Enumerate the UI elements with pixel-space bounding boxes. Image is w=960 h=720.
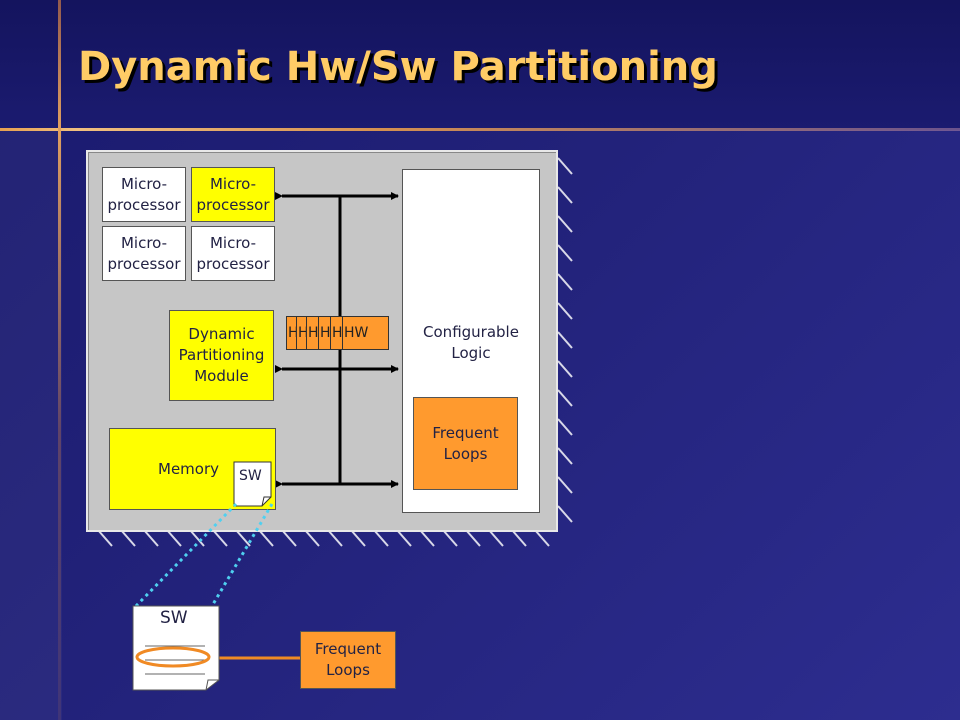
configurable-logic-label: Configurable Logic	[423, 323, 519, 362]
hatch-mark	[511, 529, 527, 547]
hatch-mark	[557, 476, 573, 494]
hatch-mark	[281, 529, 297, 547]
hatch-mark	[557, 273, 573, 291]
hatch-mark	[120, 529, 136, 547]
accent-horizontal-line	[0, 128, 960, 131]
hatch-mark	[557, 505, 573, 523]
microprocessor-4: Micro- processor	[191, 226, 275, 281]
hw-block-6: HW	[342, 316, 389, 350]
microprocessor-2: Micro- processor	[191, 167, 275, 222]
hatch-mark	[465, 529, 481, 547]
hatch-mark	[235, 529, 251, 547]
hatch-mark	[442, 529, 458, 547]
hatch-mark	[350, 529, 366, 547]
hatch-mark	[212, 529, 228, 547]
hatch-mark	[557, 418, 573, 436]
hatch-mark	[143, 529, 159, 547]
sw-small-label: SW	[239, 468, 262, 484]
hatch-mark	[557, 331, 573, 349]
title-band	[0, 0, 960, 130]
hatch-mark	[557, 302, 573, 320]
accent-vertical-line	[58, 0, 61, 720]
dynamic-partitioning-module: Dynamic Partitioning Module	[169, 310, 274, 401]
hatch-mark	[304, 529, 320, 547]
hatch-mark	[557, 157, 573, 175]
hatch-mark	[557, 389, 573, 407]
microprocessor-3: Micro- processor	[102, 226, 186, 281]
hatch-mark	[419, 529, 435, 547]
sw-document-label: SW	[160, 608, 188, 628]
hatch-mark	[373, 529, 389, 547]
hatch-mark	[557, 447, 573, 465]
slide-title: Dynamic Hw/Sw Partitioning	[78, 44, 718, 90]
hatch-mark	[557, 186, 573, 204]
hatch-mark	[327, 529, 343, 547]
hw-block-3: H	[306, 316, 320, 350]
hatch-mark	[166, 529, 182, 547]
hatch-mark	[396, 529, 412, 547]
hatch-mark	[97, 529, 113, 547]
hatch-mark	[488, 529, 504, 547]
hatch-mark	[534, 529, 550, 547]
microprocessor-1: Micro- processor	[102, 167, 186, 222]
hatch-mark	[557, 360, 573, 378]
hatch-mark	[557, 244, 573, 262]
hatch-mark	[258, 529, 274, 547]
hatch-mark	[189, 529, 205, 547]
frequent-loops-external: Frequent Loops	[300, 631, 396, 689]
frequent-loops-chip: Frequent Loops	[413, 397, 518, 490]
memory-label: Memory	[158, 459, 220, 478]
hatch-mark	[557, 215, 573, 233]
